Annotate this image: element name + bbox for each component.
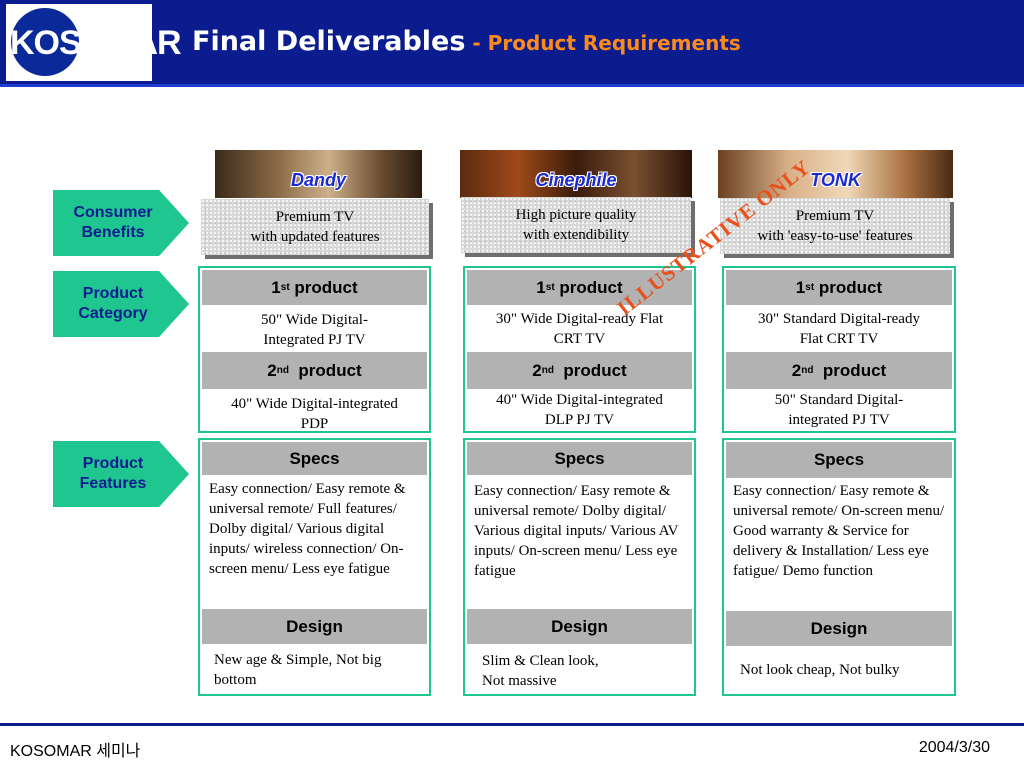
cinephile-second-text: 40" Wide Digital-integrated DLP PJ TV (496, 392, 663, 428)
dandy-design-text: New age & Simple, Not big bottom (214, 652, 382, 688)
dandy-label: Dandy (290, 170, 346, 190)
dandy-design-header: Design (202, 609, 427, 644)
tonk-design-text: Not look cheap, Not bulky (740, 662, 900, 678)
header-divider (0, 84, 1024, 87)
cinephile-benefit: High picture quality with extendibility (461, 197, 691, 253)
tonk-benefit: Premium TV with 'easy-to-use' features (720, 198, 950, 254)
title-sub: - Product Requirements (465, 31, 741, 55)
footer-divider (0, 723, 1024, 726)
logo-text: KOSOMAR (10, 24, 182, 62)
dandy-photo: Dandy (215, 150, 422, 198)
dandy-specs-text: Easy connection/ Easy remote & universal… (209, 481, 406, 577)
dandy-specs-header: Specs (202, 442, 427, 475)
cinephile-specs-text: Easy connection/ Easy remote & universal… (474, 483, 679, 579)
tonk-specs-text: Easy connection/ Easy remote & universal… (733, 483, 945, 579)
kosomar-logo: KOSOMAR (6, 4, 182, 81)
logo-circle (11, 8, 79, 76)
product-features-arrow: Product Features (53, 441, 189, 507)
tonk-first-text: 30" Standard Digital-ready Flat CRT TV (758, 311, 920, 347)
consumer-benefits-label: Consumer Benefits (73, 204, 153, 241)
cinephile-design-text: Slim & Clean look, Not massive (482, 653, 599, 689)
dandy-second-text: 40" Wide Digital-integrated PDP (231, 396, 398, 432)
cinephile-specs-header: Specs (467, 442, 692, 475)
dandy-benefit: Premium TV with updated features (201, 199, 429, 255)
tonk-label: TONK (810, 170, 861, 190)
consumer-benefits-arrow: Consumer Benefits (53, 190, 189, 256)
product-category-label: Product Category (78, 285, 148, 322)
tonk-design-header: Design (726, 611, 952, 646)
product-features-label: Product Features (79, 455, 147, 492)
cinephile-design-header: Design (467, 609, 692, 644)
header-bar (0, 0, 1024, 86)
cinephile-first-text: 30" Wide Digital-ready Flat CRT TV (495, 311, 664, 347)
cinephile-photo: Cinephile (460, 150, 692, 198)
footer-left-text: KOSOMAR 세미나 (10, 743, 141, 760)
page-title: Final Deliverables - Product Requirement… (192, 26, 741, 57)
product-category-arrow: Product Category (53, 271, 189, 337)
tonk-features-panel (722, 438, 956, 696)
dandy-first-text: 50" Wide Digital- Integrated PJ TV (261, 312, 368, 348)
tonk-photo: TONK (718, 150, 953, 198)
tonk-second-text: 50" Standard Digital- integrated PJ TV (774, 392, 904, 428)
cinephile-label: Cinephile (535, 170, 617, 190)
tonk-specs-header: Specs (726, 442, 952, 478)
footer-date: 2004/3/30 (918, 739, 990, 756)
cinephile-features-panel (463, 438, 696, 696)
title-main: Final Deliverables (192, 26, 466, 57)
dandy-features-panel (198, 438, 431, 696)
